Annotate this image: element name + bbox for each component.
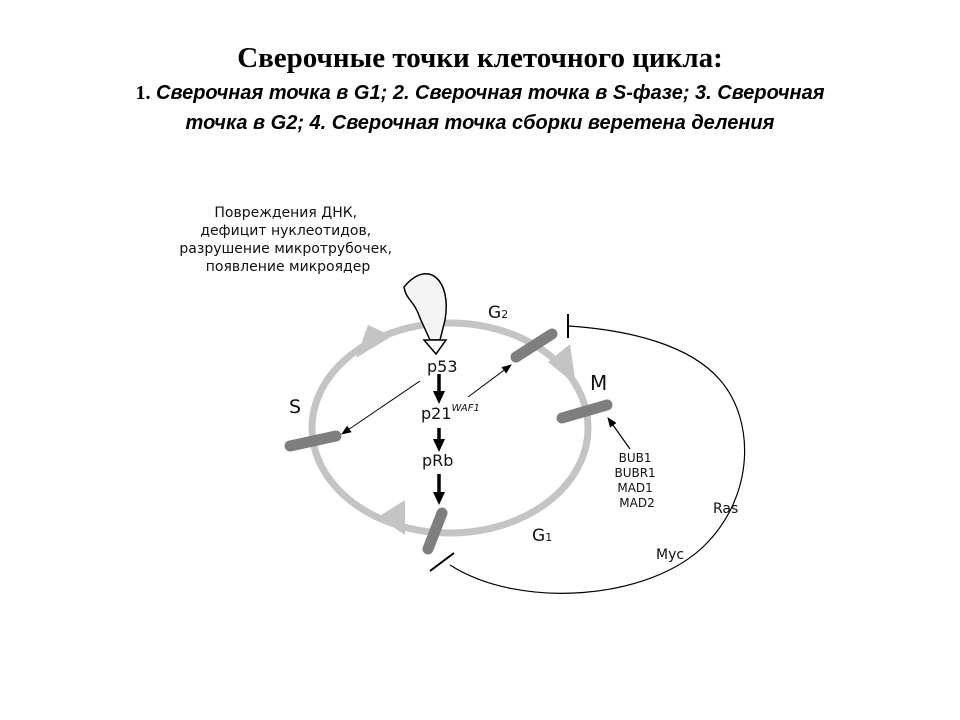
subtitle-line-1: 1. Сверочная точка в G1; 2. Сверочная то… — [0, 78, 960, 108]
spindle-genes: BUB1 BUBR1 MAD1 MAD2 — [614, 451, 659, 510]
myc-label: Myc — [656, 547, 684, 563]
cycle-ring — [308, 319, 592, 537]
slide-title: Сверочные точки клеточного цикла: 1. Све… — [0, 38, 960, 138]
pathway-arrows — [433, 374, 445, 505]
checkpoints — [284, 328, 613, 555]
phase-g2-label: G2 — [488, 303, 508, 323]
ras-myc-loop — [449, 325, 746, 594]
damage-arrow-tip — [422, 339, 448, 356]
ring-arrow-top — [356, 325, 392, 358]
checkpoint-m — [556, 399, 613, 424]
p53-label: p53 — [427, 357, 458, 376]
checkpoint-g2 — [510, 328, 558, 363]
prb-label: pRb — [422, 451, 453, 470]
checkpoint-g1 — [422, 507, 448, 555]
checkpoint-s — [284, 430, 342, 452]
damage-text: Повреждения ДНК, дефицит нуклеотидов, ра… — [179, 205, 396, 275]
ring-arrow-bottom — [378, 500, 405, 535]
damage-curved-arrow — [403, 273, 447, 341]
title-main: Сверочные точки клеточного цикла: — [237, 42, 723, 74]
block-bar-g1 — [429, 552, 455, 572]
phase-m-label: M — [590, 371, 607, 395]
arrow-to-m — [607, 417, 631, 450]
p21-label: p21WAF1 — [421, 403, 480, 423]
ring-arrow-g2m — [548, 344, 576, 385]
arrow-to-s — [341, 380, 421, 435]
phase-s-label: S — [289, 396, 301, 418]
phase-g1-label: G1 — [532, 526, 552, 546]
subtitle-line-2: точка в G2; 4. Сверочная точка сборки ве… — [185, 112, 775, 134]
arrow-to-g2 — [467, 364, 512, 398]
subtitle-number: 1. — [135, 82, 151, 104]
ras-label: Ras — [713, 501, 738, 517]
subtitle-text-1: Сверочная точка в G1; 2. Сверочная точка… — [150, 82, 825, 104]
